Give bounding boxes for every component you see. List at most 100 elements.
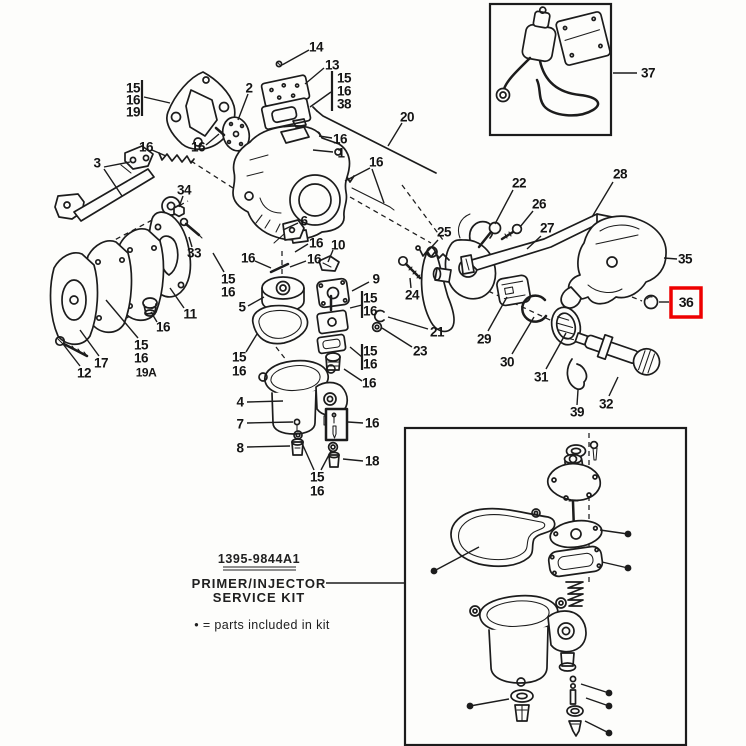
leader-line [304,67,325,85]
part-label-15: 15 [337,71,352,86]
part-label-15: 15 [126,81,141,96]
part-label-39: 39 [570,405,584,420]
part-label-22: 22 [512,176,526,191]
part-clip-30 [521,294,548,323]
part-carb-body-1 [232,118,351,244]
leader-line [427,239,439,252]
highlighted-part-label: 36 [679,294,694,310]
kit-bullet-leader [585,697,610,707]
part-label-16: 16 [126,93,141,108]
part-label-16: 16 [232,364,247,379]
part-label-11: 11 [183,307,197,322]
label-bracket-bars [140,71,364,370]
part-label-26: 26 [532,197,547,212]
kit-bullet-leader [469,698,510,707]
part-label-3: 3 [93,156,101,171]
leader-line [62,343,81,367]
part-plug-16 [142,297,158,317]
leader-line [212,252,225,273]
leader-line [519,210,534,228]
assembly-axis [631,296,643,302]
leader-line [526,235,542,250]
leader-line [237,93,249,121]
part-grommet-31 [550,306,582,346]
kit-title-line-1: PRIMER/INJECTOR [192,576,327,591]
leader-line [318,135,333,139]
leader-line [254,260,272,269]
leader-line [103,161,131,168]
part-bolt-26 [500,223,523,241]
part-label-13: 13 [325,58,340,73]
inset-solenoid-art [495,6,611,117]
part-label-16: 16 [310,484,325,499]
leader-line [349,304,363,309]
part-label-19: 19 [126,105,140,120]
part-label-27: 27 [540,221,554,236]
leader-lines [62,49,678,584]
leader-line [309,91,332,108]
part-label-21: 21 [430,325,445,340]
part-label-15: 15 [232,350,247,365]
part-label-34: 34 [177,183,192,198]
kit-bullet-leader [580,683,610,694]
leader-line [169,287,185,309]
leader-line [178,195,184,208]
leader-line [371,168,385,204]
leader-line [294,243,309,253]
leader-line [300,440,315,471]
leader-line [387,122,403,147]
part-label-1: 1 [337,146,345,161]
part-label-23: 23 [413,344,428,359]
leader-line [246,421,294,424]
kit-included-bullet [605,702,613,710]
assembly-axis [401,184,444,241]
kit-included-bullet [624,530,632,538]
leader-line [281,49,310,66]
leader-line [387,316,429,330]
kit-inset-frame [403,426,688,746]
part-label-18: 18 [365,454,380,469]
part-drain-7-8 [291,418,304,456]
highlight-red-box[interactable] [669,286,703,319]
part-valve-29 [496,274,532,307]
part-gasket-38 [260,97,312,131]
part-label-16: 16 [363,357,378,372]
part-rod-20 [312,106,437,174]
solenoid-inset-frame [488,2,613,137]
part-label-15: 15 [221,272,236,287]
highlight-part-36[interactable]: 36 [669,286,703,319]
part-label-8: 8 [236,441,244,456]
part-label-7: 7 [236,417,243,432]
kit-bullet-leader [584,720,610,734]
leader-line [351,281,370,292]
kit-bullet-leaders [433,529,629,734]
leader-line [205,133,220,146]
part-label-28: 28 [613,167,628,182]
part-label-33: 33 [187,246,202,261]
part-diaphragm-2 [221,116,251,152]
leader-line [246,400,284,403]
part-plug-18 [327,441,340,468]
leader-line [344,167,371,182]
leader-line [282,222,299,231]
part-label-6: 6 [300,214,308,229]
leader-line [663,257,678,260]
kit-bullet-leader [599,529,629,535]
part-label-25: 25 [437,225,452,240]
part-label-16: 16 [139,140,154,155]
part-label-16: 16 [309,236,324,251]
kit-text-block: 1395-9844A1 PRIMER/INJECTOR SERVICE KIT … [192,552,330,632]
part-label-16: 16 [241,251,256,266]
part-label-31: 31 [534,370,549,385]
leader-line [247,296,265,307]
kit-legend: • = parts included in kit [194,618,330,632]
leader-line [343,368,363,382]
assembly-axis [349,196,432,244]
part-label-24: 24 [405,288,420,303]
part-label-15: 15 [363,291,378,306]
kit-included-bullet [466,702,474,710]
part-label-15: 15 [310,470,325,485]
leader-line [143,96,171,104]
